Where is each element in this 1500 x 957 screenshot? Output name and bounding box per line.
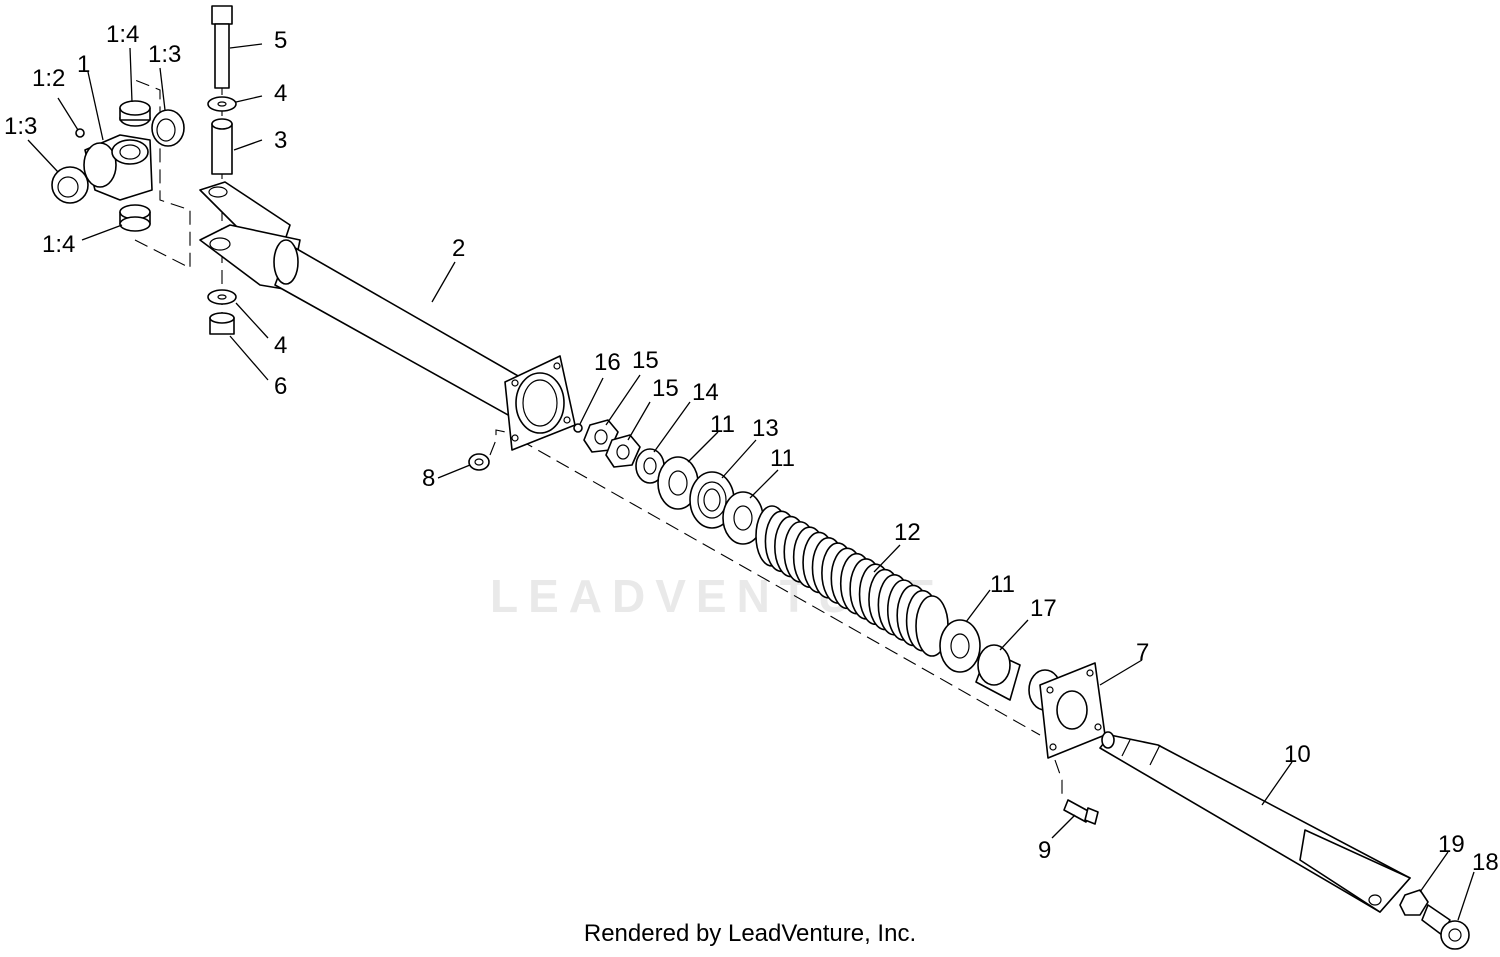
end-flange bbox=[1028, 662, 1106, 759]
label-1-3-left: 1:3 bbox=[4, 113, 37, 140]
bushing-top bbox=[119, 100, 151, 127]
spacer bbox=[211, 118, 233, 175]
washer-top bbox=[207, 96, 237, 112]
washer-bottom bbox=[207, 289, 237, 305]
flange-bolt bbox=[1063, 799, 1099, 825]
label-1-4-bottom: 1:4 bbox=[42, 231, 75, 258]
label-4-bottom: 4 bbox=[274, 332, 287, 359]
label-15-a: 15 bbox=[632, 347, 659, 374]
rod-end bbox=[1421, 904, 1470, 950]
sleeve-17 bbox=[975, 644, 1021, 701]
footer-credit: Rendered by LeadVenture, Inc. bbox=[583, 920, 917, 947]
label-5: 5 bbox=[274, 27, 287, 54]
label-6: 6 bbox=[274, 373, 287, 400]
nut-small bbox=[468, 453, 490, 471]
flange-bolt-line bbox=[1054, 759, 1063, 800]
label-15-b: 15 bbox=[652, 375, 679, 402]
tube-flange bbox=[504, 355, 576, 451]
label-1-3-topright: 1:3 bbox=[148, 41, 181, 68]
pivot-center-line bbox=[134, 79, 191, 269]
seal-right bbox=[151, 109, 185, 147]
nut-8-line bbox=[489, 429, 521, 456]
ball-16 bbox=[573, 423, 583, 433]
lock-nut bbox=[209, 312, 235, 335]
label-10: 10 bbox=[1284, 741, 1311, 768]
label-1: 1 bbox=[77, 51, 90, 78]
label-2: 2 bbox=[452, 235, 465, 262]
label-13: 13 bbox=[752, 415, 779, 442]
leader-lines bbox=[27, 43, 1475, 921]
label-18: 18 bbox=[1472, 849, 1499, 876]
label-12: 12 bbox=[894, 519, 921, 546]
label-1-2: 1:2 bbox=[32, 65, 65, 92]
rod-end-nut bbox=[1399, 889, 1429, 916]
jam-nut-b bbox=[605, 434, 641, 468]
label-14: 14 bbox=[692, 379, 719, 406]
label-1-4-top: 1:4 bbox=[106, 21, 139, 48]
tube-assembly bbox=[199, 181, 561, 431]
washer-11-c bbox=[939, 619, 981, 673]
label-11-a: 11 bbox=[710, 411, 735, 438]
pivot-housing bbox=[83, 134, 153, 201]
spring-rod bbox=[1099, 731, 1411, 913]
bushing-bottom bbox=[119, 204, 151, 232]
label-4-top: 4 bbox=[274, 80, 287, 107]
label-11-b: 11 bbox=[770, 445, 795, 472]
label-11-c: 11 bbox=[990, 571, 1015, 598]
label-9: 9 bbox=[1038, 837, 1051, 864]
label-7: 7 bbox=[1136, 639, 1149, 666]
seal-left bbox=[51, 166, 89, 204]
label-19: 19 bbox=[1438, 831, 1465, 858]
washer-11-a bbox=[657, 456, 699, 510]
assembly-center-line bbox=[519, 439, 1041, 736]
label-8: 8 bbox=[422, 465, 435, 492]
label-16: 16 bbox=[594, 349, 621, 376]
label-3: 3 bbox=[274, 127, 287, 154]
bolt bbox=[211, 5, 233, 89]
label-17: 17 bbox=[1030, 595, 1057, 622]
callout-labels: 1:4 1 1:3 1:2 1:3 1:4 5 4 3 2 4 6 8 16 1… bbox=[4, 21, 1499, 876]
grease-fitting bbox=[75, 128, 85, 138]
